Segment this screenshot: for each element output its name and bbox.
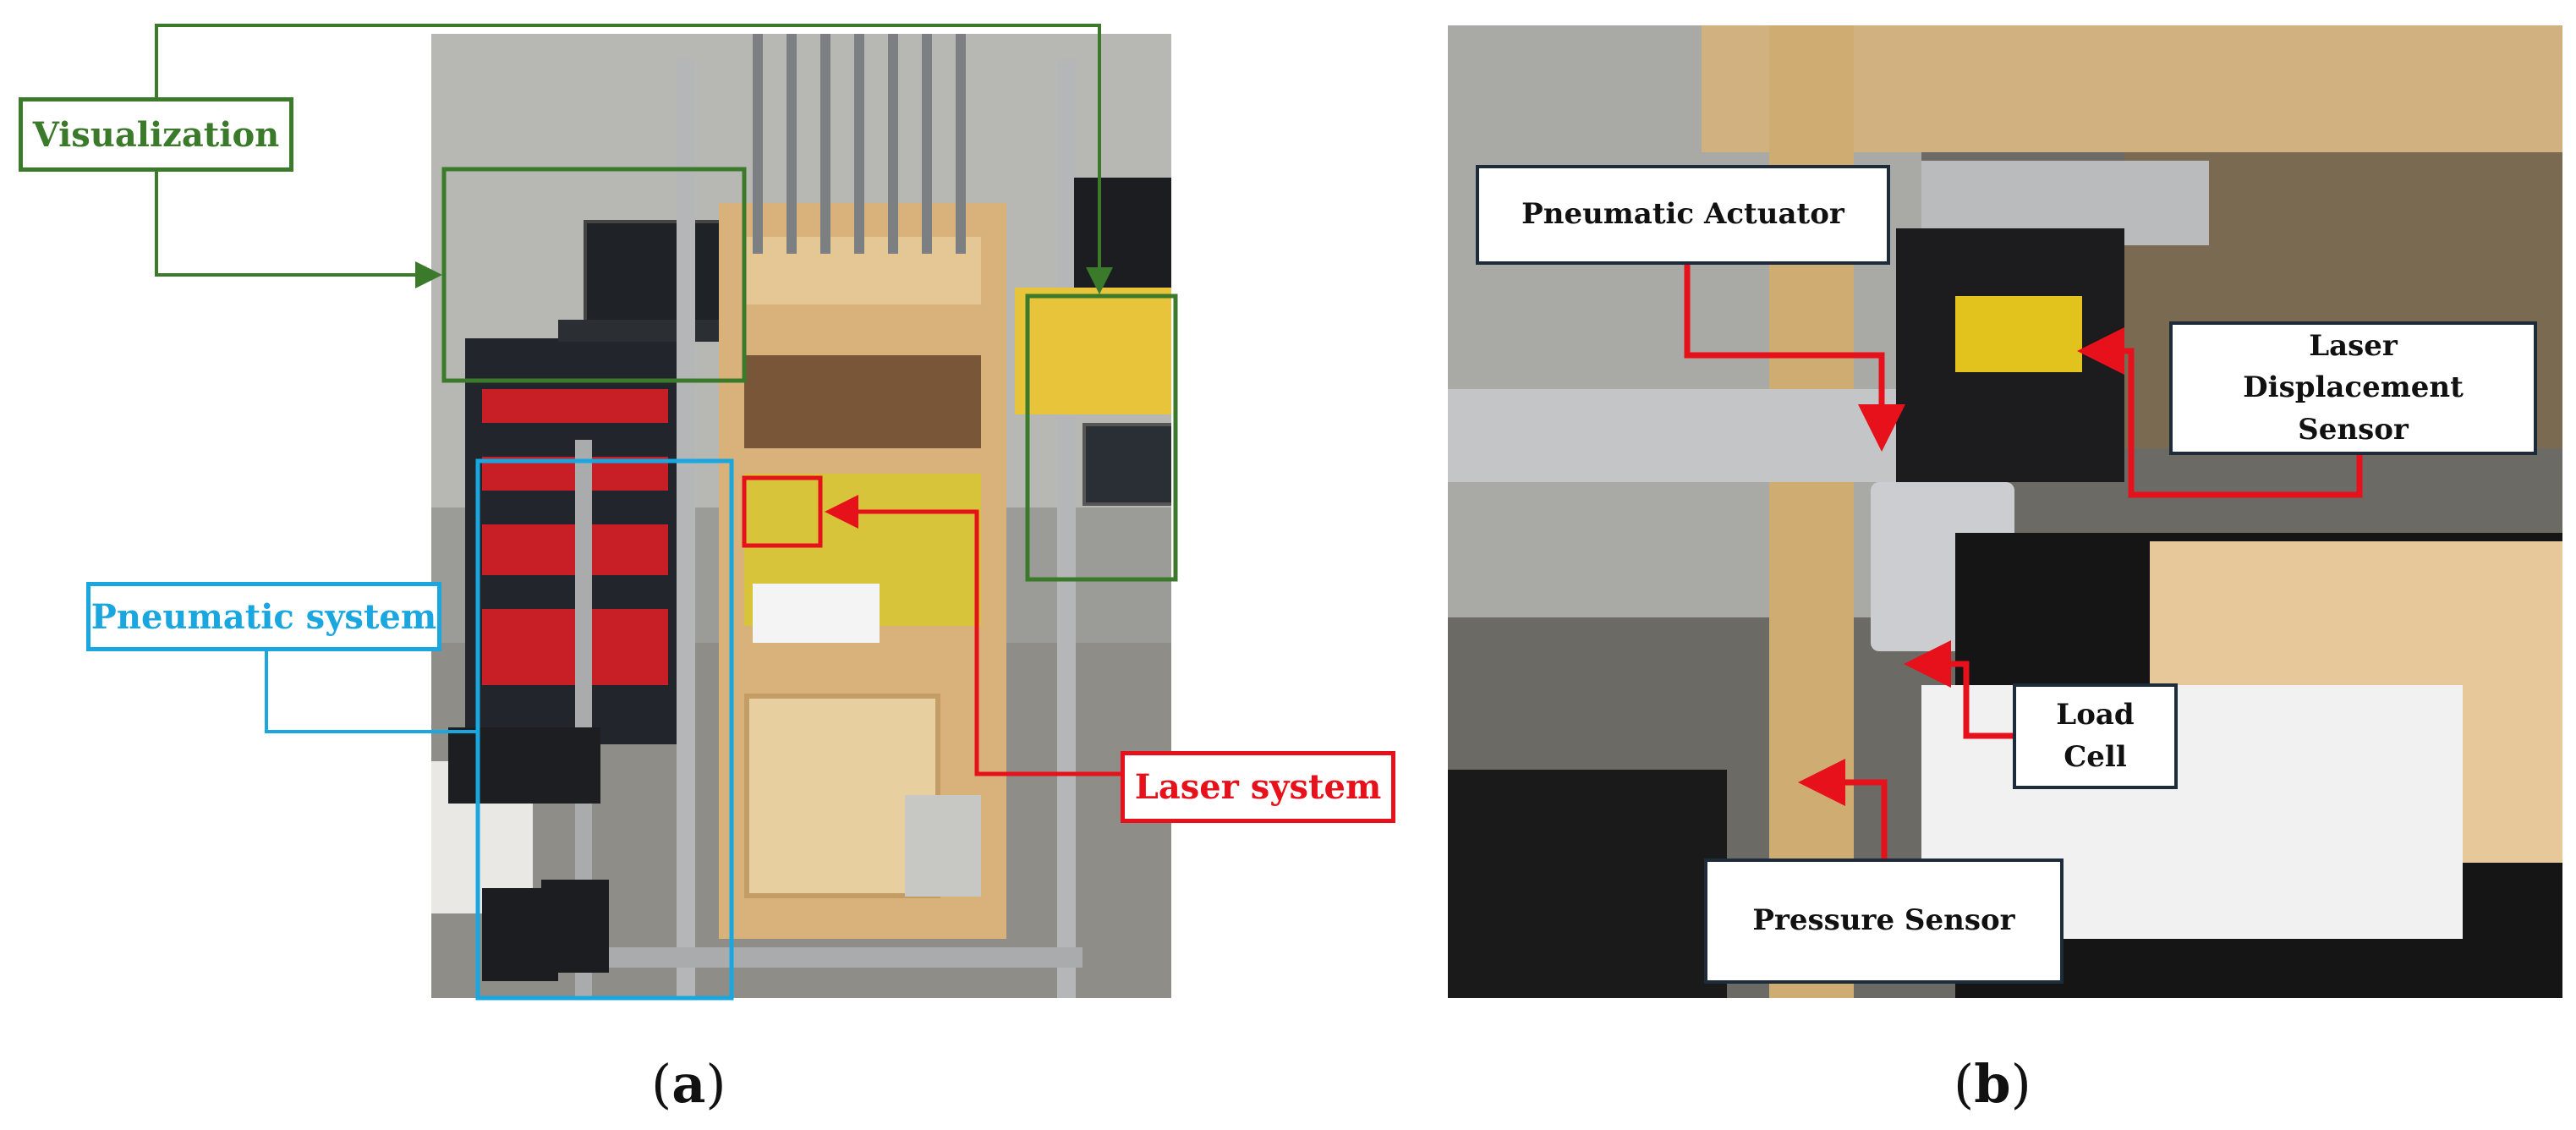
laser-sensor-label-line1: Laser: [2309, 329, 2398, 364]
visualization-leader-right: [155, 24, 1113, 294]
visualization-region-right: [1025, 293, 1178, 582]
pneumatic-actuator-callout: Pneumatic Actuator: [1476, 165, 1890, 265]
panel-a-label: (a): [651, 1053, 726, 1115]
pressure-sensor-arrow: [1798, 759, 1888, 858]
pneumatic-actuator-label: Pneumatic Actuator: [1521, 197, 1844, 232]
laser-system-label: Laser system: [1134, 767, 1382, 807]
panel-b-letter: b: [1974, 1053, 2011, 1115]
visualization-callout: Visualization: [19, 97, 293, 172]
pneumatic-system-callout: Pneumatic system: [86, 582, 441, 651]
load-cell-arrow: [1904, 640, 2013, 739]
visualization-region-left: [441, 167, 747, 383]
laser-sensor-label-line3: Sensor: [2298, 412, 2409, 447]
laser-sensor-label-line2: Displacement: [2243, 370, 2464, 405]
visualization-label: Visualization: [32, 114, 280, 155]
pneumatic-region: [475, 458, 734, 1001]
laser-displacement-sensor-callout: Laser Displacement Sensor: [2169, 321, 2537, 455]
laser-system-callout: Laser system: [1121, 751, 1395, 823]
load-cell-label-line1: Load: [2056, 698, 2135, 732]
laser-region: [742, 475, 823, 548]
photo-a-test-rig: [431, 34, 1171, 998]
pneumatic-actuator-arrow: [1684, 262, 1905, 452]
pneumatic-system-label: Pneumatic system: [90, 596, 437, 637]
panel-a-letter: a: [671, 1053, 706, 1115]
load-cell-label-line2: Cell: [2064, 739, 2127, 774]
load-cell-callout: Load Cell: [2013, 683, 2178, 789]
visualization-leader-left: [155, 169, 442, 288]
panel-b-label: (b): [1954, 1053, 2031, 1115]
pressure-sensor-label: Pressure Sensor: [1752, 903, 2015, 938]
pneumatic-leader: [265, 651, 478, 733]
pressure-sensor-callout: Pressure Sensor: [1704, 858, 2064, 984]
laser-sensor-arrow: [2077, 327, 2363, 498]
laser-leader: [825, 495, 1121, 776]
